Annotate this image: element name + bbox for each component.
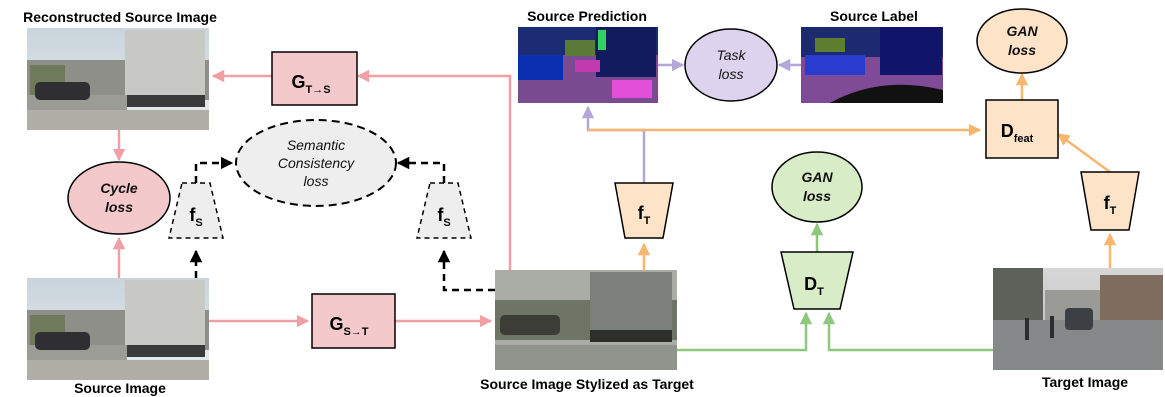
arrow-target-to-dt [822, 311, 993, 352]
svg-text:Dfeat: Dfeat [1001, 121, 1034, 145]
svg-text:fT: fT [638, 203, 651, 227]
svg-text:fT: fT [1104, 193, 1117, 217]
svg-text:loss: loss [304, 173, 329, 189]
caption-source-label: Source Label [830, 8, 918, 24]
svg-text:GAN: GAN [801, 169, 833, 185]
caption-source-prediction: Source Prediction [527, 8, 647, 24]
cycle-loss: Cycle loss [67, 161, 171, 235]
caption-source-image-stylized: Source Image Stylized as Target [480, 376, 694, 392]
svg-text:GAN: GAN [1006, 23, 1038, 39]
svg-text:Semantic: Semantic [287, 137, 345, 153]
arrow-stylized-to-dt [677, 311, 813, 352]
svg-text:fS: fS [189, 205, 202, 229]
svg-text:loss: loss [803, 188, 831, 204]
svg-text:loss: loss [719, 66, 744, 82]
arrow-stylized-to-fs-right [437, 249, 495, 292]
arrow-ft-to-dfeat [1056, 132, 1111, 174]
caption-target-image: Target Image [1042, 374, 1128, 390]
semantic-consistency-loss: Semantic Consistency loss [235, 119, 397, 207]
discriminator-t: DT [780, 251, 854, 310]
svg-text:GT→S: GT→S [291, 72, 330, 96]
fs-module-right: fS [416, 182, 472, 239]
dashed-arrows [189, 156, 495, 292]
caption-source-image: Source Image [74, 380, 166, 396]
arrow-ft-to-prediction [581, 105, 646, 183]
orange-arrows [588, 72, 1117, 270]
source-image [27, 278, 209, 380]
svg-text:GS→T: GS→T [329, 314, 368, 338]
target-image [993, 268, 1163, 370]
svg-text:Task: Task [716, 47, 746, 63]
source-prediction-map [518, 27, 658, 103]
fs-module-left: fS [168, 182, 224, 239]
gan-loss-image: GAN loss [771, 151, 863, 223]
ft-module-source: fT [614, 182, 674, 239]
svg-text:Consistency: Consistency [278, 155, 355, 171]
source-label-map [801, 27, 943, 103]
svg-text:loss: loss [105, 199, 133, 215]
arrow-fs-right-to-semantic [396, 156, 446, 183]
arrow-fs-left-to-semantic [194, 156, 234, 183]
generator-t-to-s: GT→S [271, 51, 358, 106]
reconstructed-source-image [27, 28, 209, 130]
caption-reconstructed-source-image: Reconstructed Source Image [23, 9, 217, 25]
green-arrows [677, 222, 993, 352]
svg-text:fS: fS [437, 205, 450, 229]
svg-text:Cycle: Cycle [100, 180, 138, 196]
svg-text:loss: loss [1008, 42, 1036, 58]
pink-arrows [112, 69, 512, 328]
task-loss: Task loss [684, 28, 778, 102]
generator-s-to-t: GS→T [311, 293, 396, 349]
ft-module-target: fT [1080, 171, 1140, 231]
svg-text:DT: DT [804, 274, 824, 298]
gan-loss-feat: GAN loss [976, 8, 1068, 74]
source-image-stylized [495, 270, 677, 370]
discriminator-feat: Dfeat [985, 99, 1059, 159]
arrow-stylized-to-gts [356, 69, 512, 270]
